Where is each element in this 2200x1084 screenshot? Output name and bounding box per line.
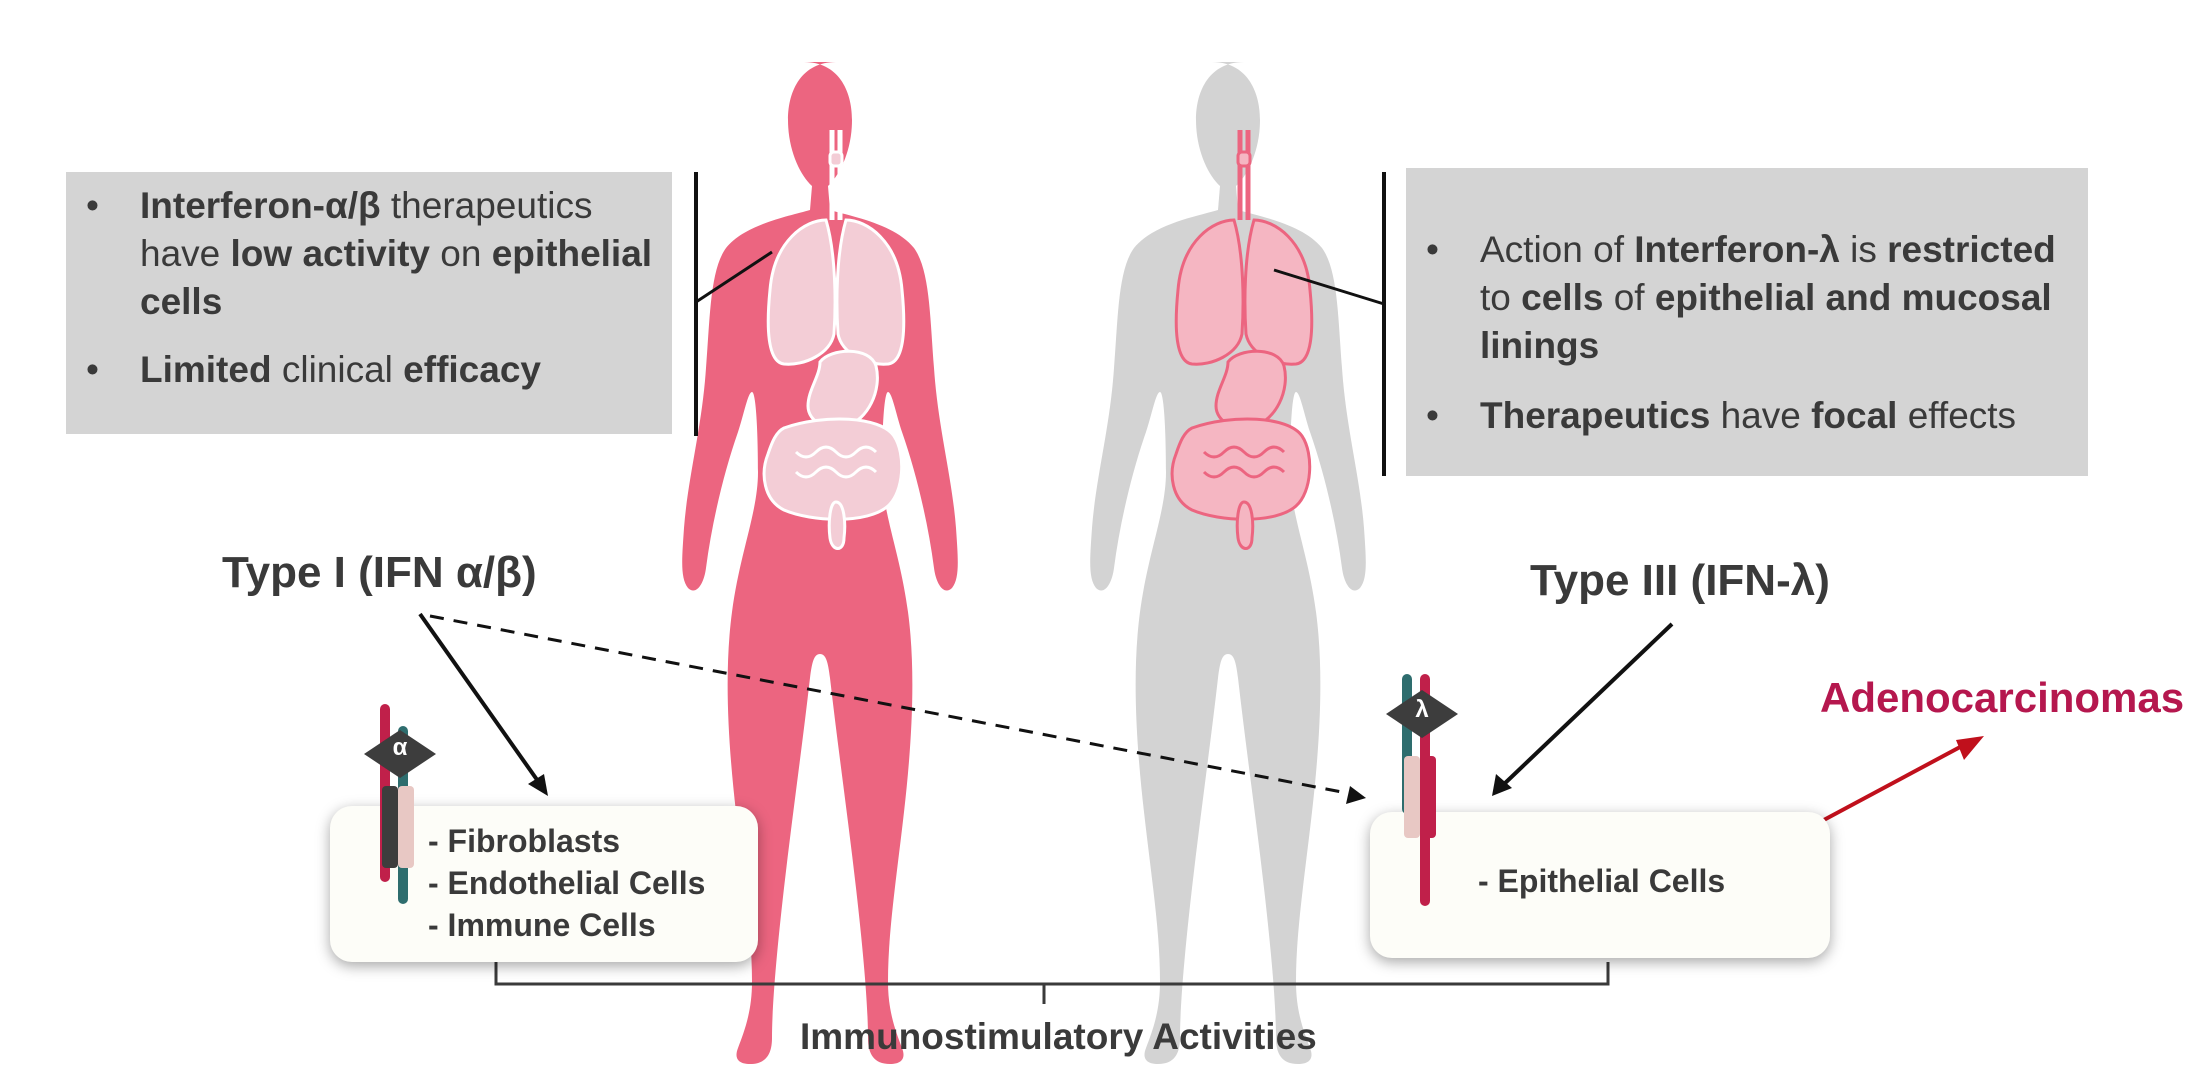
right-bullet-1: Action of Interferon-λ is restricted to … (1406, 226, 2068, 370)
left-bullet-2: Limited clinical efficacy (66, 346, 658, 394)
adenocarcinomas-label: Adenocarcinomas (1820, 674, 2185, 721)
cell-type-immune: - Immune Cells (428, 907, 656, 943)
type1-dashed-arrow (429, 614, 1366, 804)
right-pointer-line (1273, 268, 1385, 306)
alpha-symbol: α (392, 734, 408, 761)
lambda-symbol: λ (1415, 696, 1429, 723)
type1-label: Type I (IFN α/β) (222, 548, 537, 597)
cell-type-fibroblasts: - Fibroblasts (428, 823, 621, 859)
type3-arrow (1492, 622, 1674, 796)
cell-type-epithelial: - Epithelial Cells (1478, 863, 1726, 899)
female-body-grey-icon (1090, 62, 1366, 1064)
cell-type-endothelial: - Endothelial Cells (428, 865, 706, 901)
left-info-box: Interferon-α/β therapeutics have low act… (66, 172, 672, 434)
right-bullet-2: Therapeutics have focal effects (1406, 392, 2068, 440)
type3-label: Type III (IFN-λ) (1530, 556, 1830, 605)
type1-arrow (418, 612, 548, 796)
immunostimulatory-label: Immunostimulatory Activities (800, 1016, 1317, 1057)
type3-cells-box: - Epithelial Cells (1370, 812, 1830, 958)
lambda-receptor-icon: λ (1382, 670, 1462, 906)
right-info-box: Action of Interferon-λ is restricted to … (1406, 168, 2088, 476)
left-pointer-line (695, 250, 773, 304)
alpha-receptor-icon: α (360, 700, 440, 906)
immunostimulatory-bracket (494, 962, 1610, 1004)
left-bullet-1: Interferon-α/β therapeutics have low act… (66, 182, 658, 326)
